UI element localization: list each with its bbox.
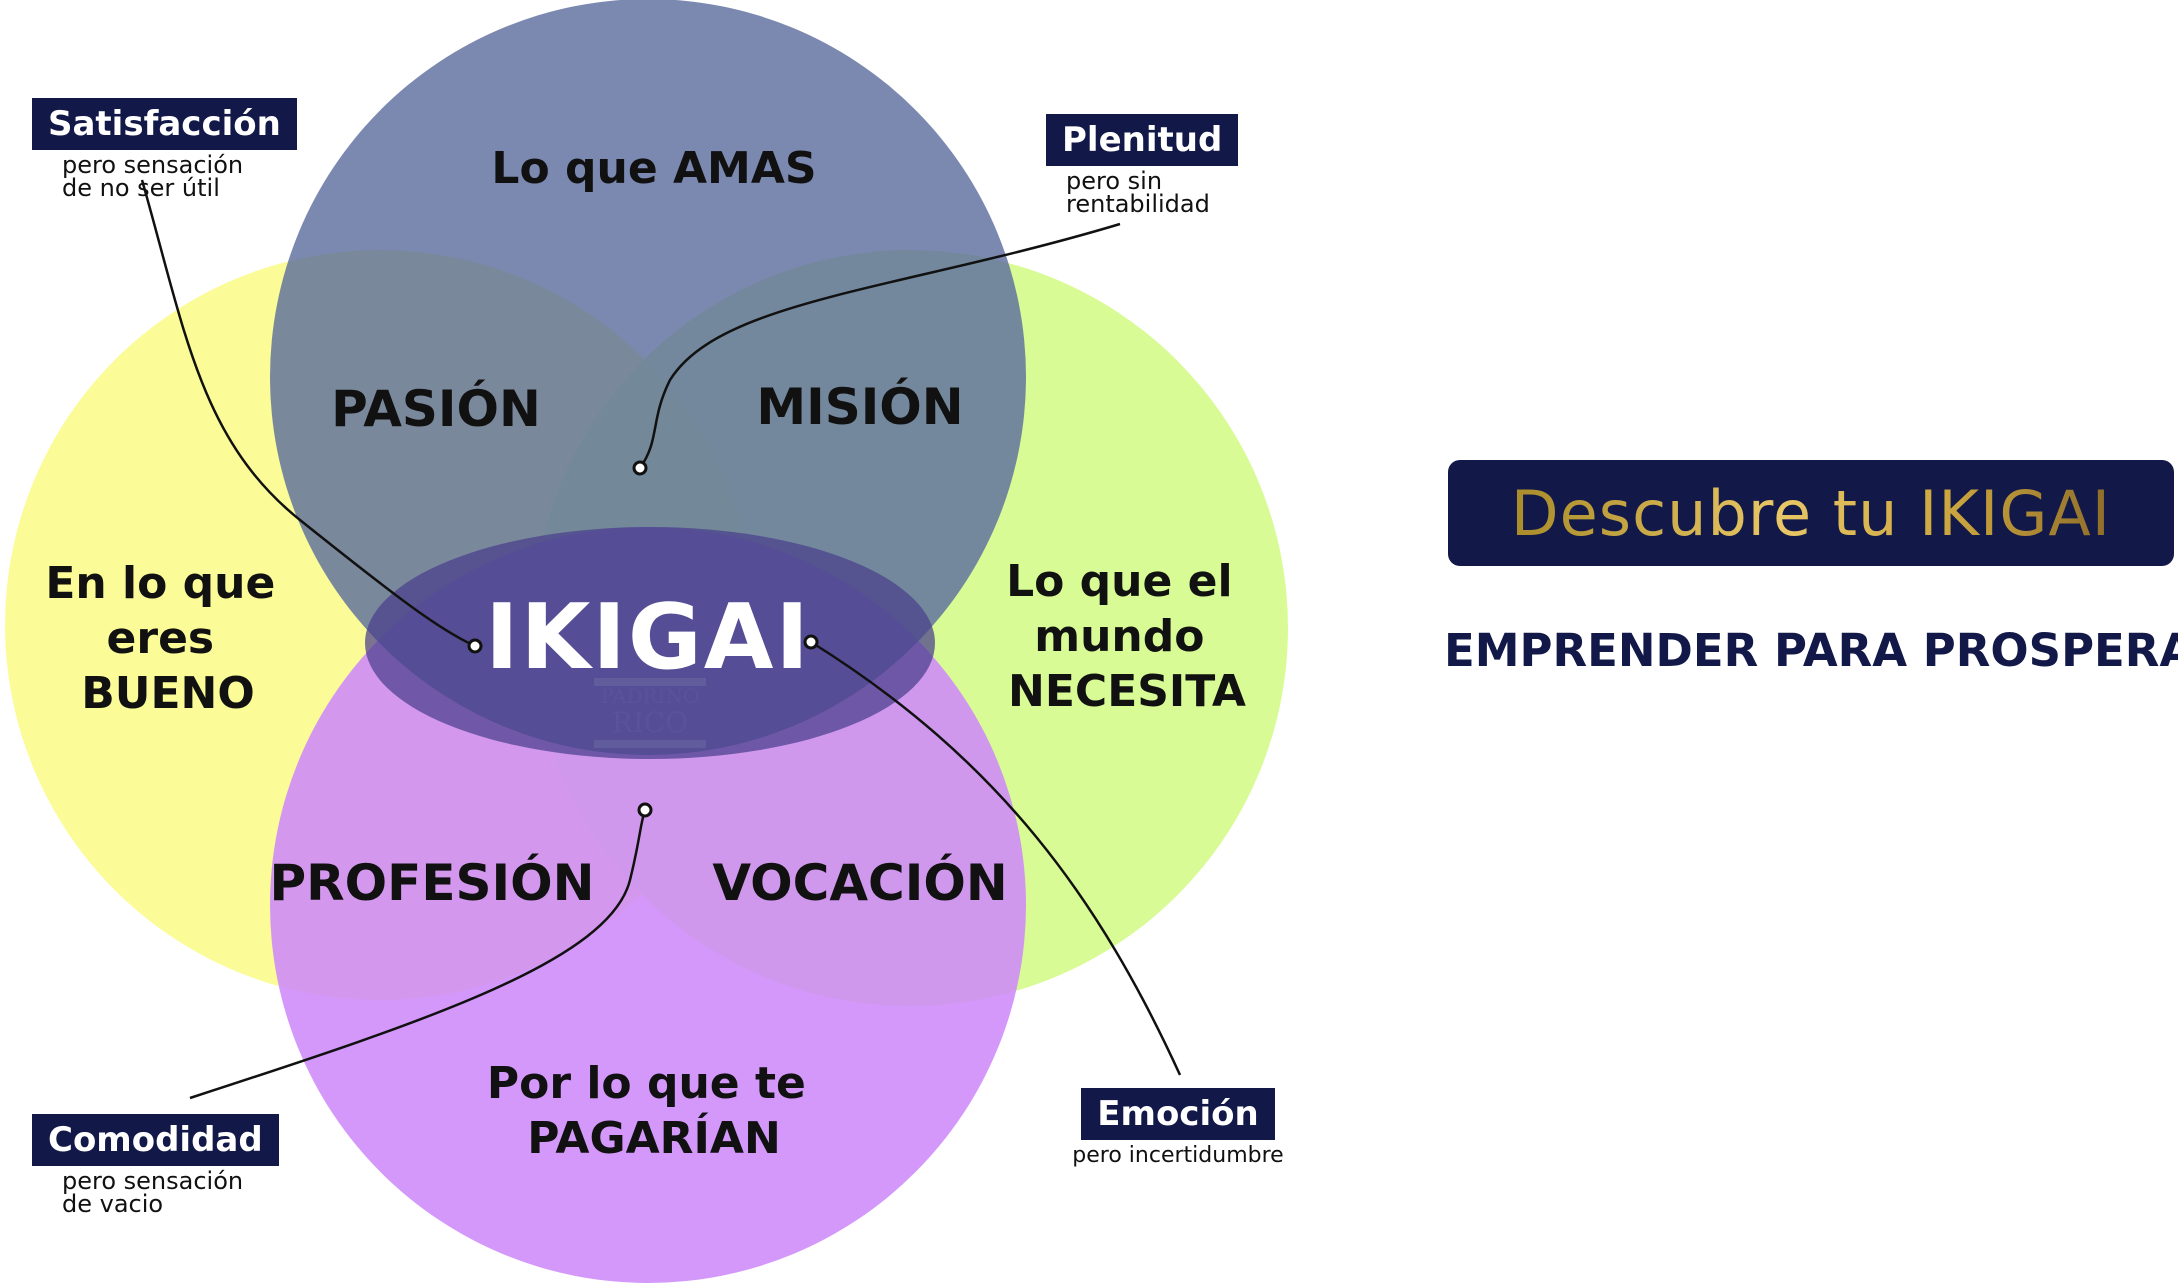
label-bueno-line-2: eres <box>107 613 215 664</box>
tagline: EMPRENDER PARA PROSPERAR® <box>1444 624 2178 677</box>
connector-dots <box>467 460 819 818</box>
label-pagarian: Por lo que te PAGARÍAN <box>487 1058 821 1164</box>
tagline-text: EMPRENDER PARA PROSPERAR <box>1444 624 2178 677</box>
padrino-rico-logo: PADRINO RICO <box>594 678 706 748</box>
callout-satisfaccion: Satisfacción pero sensación de no ser út… <box>32 98 297 200</box>
callout-comodidad-sub: pero sensación de vacio <box>62 1167 244 1218</box>
callout-plenitud-sub: pero sin rentabilidad <box>1066 167 1210 218</box>
descubre-ikigai-text: Descubre tu IKIGAI <box>1510 476 2112 550</box>
label-bueno: En lo que eres BUENO <box>45 558 290 719</box>
dot-emocion <box>803 634 819 650</box>
label-vocacion: VOCACIÓN <box>712 853 1007 912</box>
connector-plenitud <box>638 222 1121 469</box>
label-pagarian-line-2: PAGARÍAN <box>527 1111 781 1164</box>
label-mision: MISIÓN <box>756 377 963 436</box>
label-bueno-line-1: En lo que <box>45 558 275 609</box>
label-amas: Lo que AMAS <box>491 143 816 194</box>
label-profesion: PROFESIÓN <box>270 853 595 912</box>
label-bueno-line-3: BUENO <box>81 668 255 719</box>
label-necesita: Lo que el mundo NECESITA <box>1006 556 1248 717</box>
ikigai-center-label: IKIGAI <box>485 585 811 690</box>
connector-emocion <box>810 640 1182 1076</box>
callout-satisfaccion-sub: pero sensación de no ser útil <box>62 151 244 202</box>
callout-plenitud-title: Plenitud <box>1046 114 1239 166</box>
callout-emocion: Emoción pero incertidumbre <box>1058 1088 1298 1167</box>
label-pagarian-line-1: Por lo que te <box>487 1058 806 1109</box>
callout-emocion-sub: pero incertidumbre <box>1072 1143 1284 1168</box>
callout-plenitud: Plenitud pero sin rentabilidad <box>1046 114 1239 218</box>
logo-line-2: RICO <box>612 706 689 739</box>
connector-comodidad <box>189 809 647 1100</box>
label-necesita-line-1: Lo que el <box>1006 556 1233 607</box>
descubre-ikigai-banner[interactable]: Descubre tu IKIGAI <box>1448 460 2174 566</box>
ikigai-center-ellipse <box>365 527 935 759</box>
label-necesita-line-2: mundo <box>1034 611 1204 662</box>
callout-emocion-title: Emoción <box>1081 1088 1275 1140</box>
dot-satisfaccion <box>467 638 483 654</box>
ikigai-venn-diagram: Lo que AMAS En lo que eres BUENO Lo que … <box>5 0 1288 1283</box>
callout-comodidad-title: Comodidad <box>32 1114 279 1166</box>
logo-bar-top <box>594 678 706 686</box>
dot-plenitud <box>632 460 648 476</box>
label-amas-line: Lo que AMAS <box>491 143 816 194</box>
callout-comodidad: Comodidad pero sensación de vacio <box>32 1114 279 1216</box>
label-necesita-line-3: NECESITA <box>1008 666 1246 717</box>
dot-comodidad <box>637 802 653 818</box>
logo-line-1: PADRINO <box>601 684 700 708</box>
logo-bar-bottom <box>594 740 706 748</box>
connector-satisfaccion <box>140 179 476 648</box>
callout-satisfaccion-title: Satisfacción <box>32 98 297 150</box>
connector-lines <box>140 179 1182 1100</box>
label-pasion: PASIÓN <box>331 379 541 438</box>
